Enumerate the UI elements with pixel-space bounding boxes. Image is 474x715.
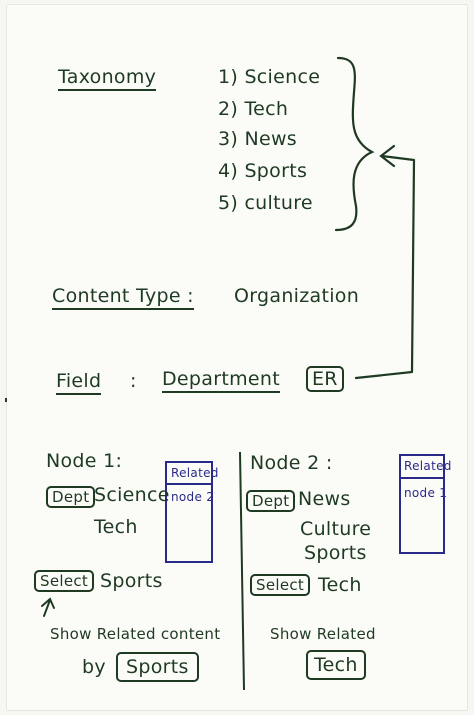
node1-related-header: Related: [171, 466, 219, 480]
arrowhead: [379, 144, 396, 168]
node1-dept-value-1: Science: [94, 484, 170, 506]
node2-dept-value-3: Sports: [304, 542, 367, 564]
node2-select-box: Select: [250, 574, 311, 596]
taxonomy-item-4: 4) Sports: [218, 160, 308, 182]
node2-select-value: Tech: [318, 574, 362, 596]
node1-dept-value-2: Tech: [94, 516, 138, 538]
node1-title: Node 1:: [46, 450, 123, 472]
node2-related-header: Related: [404, 459, 452, 473]
node2-related-box: [399, 454, 445, 554]
select-pointer-arrow: [43, 599, 51, 617]
content-type-value: Organization: [234, 285, 360, 307]
node2-related-value: node 1: [404, 486, 448, 500]
node1-dept-box: Dept: [46, 486, 96, 508]
field-label: Field: [56, 370, 102, 395]
node1-select-box: Select: [34, 570, 95, 592]
node2-dept-value-2: Culture: [300, 518, 372, 540]
node2-title: Node 2 :: [250, 452, 333, 474]
node1-caption-by: by: [82, 656, 106, 678]
node1-related-value: node 2: [171, 490, 215, 504]
paper-sheet: [6, 4, 468, 711]
taxonomy-label: Taxonomy: [58, 66, 157, 91]
content-type-label: Content Type :: [52, 285, 194, 310]
node1-related-box: [165, 461, 213, 563]
node2-tech-button: Tech: [306, 650, 366, 680]
node1-caption: Show Related content: [50, 625, 221, 643]
field-colon: :: [130, 370, 137, 392]
node2-caption: Show Related: [270, 625, 376, 643]
field-value: Department: [162, 368, 280, 393]
taxonomy-item-5: 5) culture: [218, 192, 313, 214]
taxonomy-item-3: 3) News: [218, 128, 297, 150]
node2-dept-value-1: News: [298, 488, 351, 510]
field-type-er-box: ER: [306, 366, 344, 392]
taxonomy-brace: [334, 56, 375, 232]
node1-sports-button: Sports: [116, 652, 199, 682]
column-divider: [239, 451, 245, 691]
node2-dept-box: Dept: [246, 490, 296, 512]
taxonomy-item-2: 2) Tech: [218, 98, 289, 120]
er-to-taxonomy-arrow: [354, 154, 416, 380]
taxonomy-item-1: 1) Science: [218, 66, 321, 88]
node1-select-value: Sports: [100, 570, 163, 592]
